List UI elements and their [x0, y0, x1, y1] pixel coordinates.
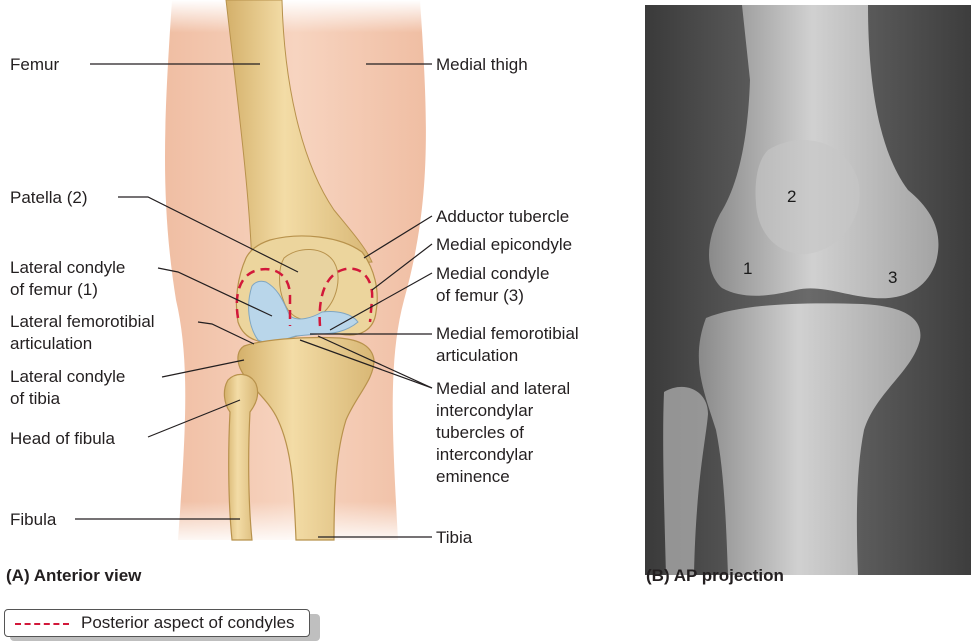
label-medial-thigh: Medial thigh: [436, 54, 528, 75]
xray-number-2: 2: [787, 187, 796, 207]
label-lateral-condyle-tibia-line2: of tibia: [10, 388, 60, 409]
label-medial-condyle-femur-line2: of femur (3): [436, 285, 524, 306]
label-tibia: Tibia: [436, 527, 472, 548]
label-lateral-condyle-femur-line2: of femur (1): [10, 279, 98, 300]
label-lateral-condyle-femur-line1: Lateral condyle: [10, 257, 125, 278]
label-medial-femorotibial-line2: articulation: [436, 345, 518, 366]
label-intercondylar-line2: intercondylar: [436, 400, 533, 421]
label-medial-epicondyle: Medial epicondyle: [436, 234, 572, 255]
caption-ap-projection: (B) AP projection: [646, 566, 784, 586]
label-femur: Femur: [10, 54, 59, 75]
xray-number-3: 3: [888, 268, 897, 288]
label-lateral-femorotibial-line1: Lateral femorotibial: [10, 311, 155, 332]
legend-box: Posterior aspect of condyles: [4, 609, 310, 637]
legend-text: Posterior aspect of condyles: [81, 613, 295, 633]
legend-dashed-line-swatch: [15, 623, 69, 625]
label-intercondylar-line3: tubercles of: [436, 422, 524, 443]
label-fibula: Fibula: [10, 509, 56, 530]
label-lateral-femorotibial-line2: articulation: [10, 333, 92, 354]
xray-number-1: 1: [743, 259, 752, 279]
label-intercondylar-line5: eminence: [436, 466, 510, 487]
label-medial-condyle-femur-line1: Medial condyle: [436, 263, 549, 284]
label-intercondylar-line4: intercondylar: [436, 444, 533, 465]
label-patella: Patella (2): [10, 187, 87, 208]
legend: Posterior aspect of condyles: [4, 609, 319, 639]
label-head-fibula: Head of fibula: [10, 428, 115, 449]
label-adductor-tubercle: Adductor tubercle: [436, 206, 569, 227]
caption-anterior-view: (A) Anterior view: [6, 566, 141, 586]
label-intercondylar-line1: Medial and lateral: [436, 378, 570, 399]
label-lateral-condyle-tibia-line1: Lateral condyle: [10, 366, 125, 387]
label-medial-femorotibial-line1: Medial femorotibial: [436, 323, 579, 344]
